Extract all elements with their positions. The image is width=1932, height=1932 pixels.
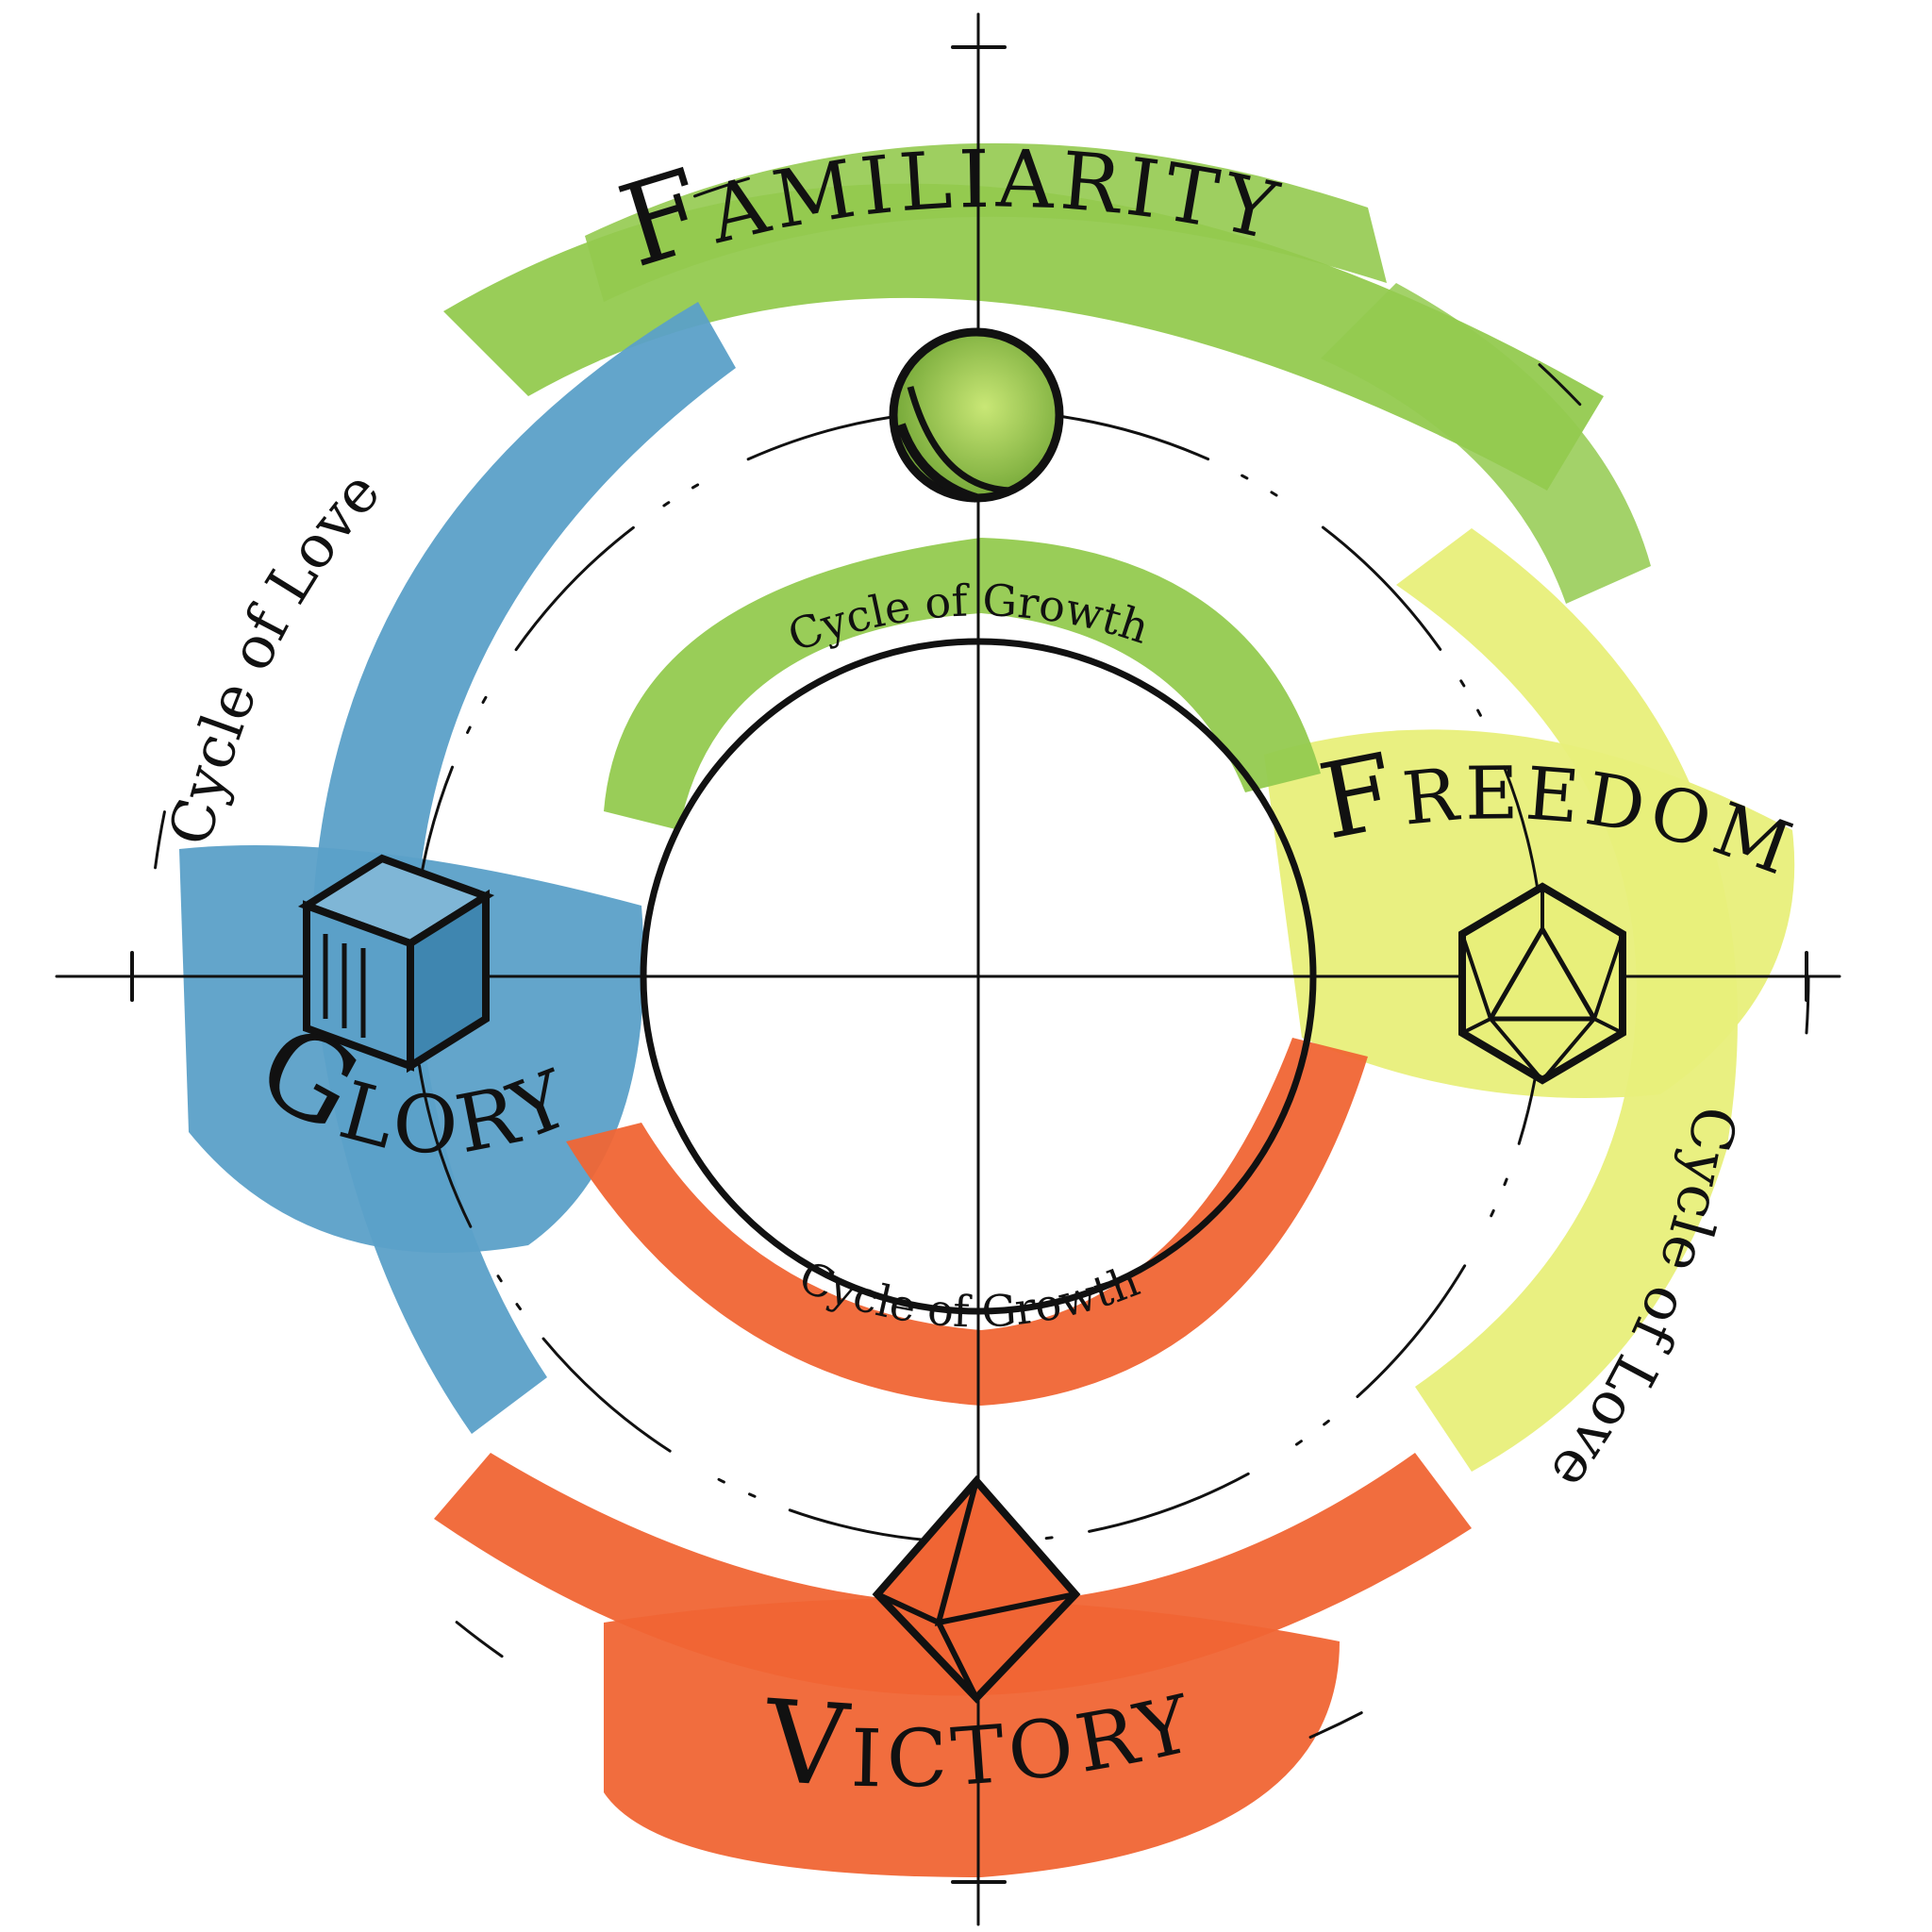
growth-bottom-band [566, 1038, 1368, 1406]
sphere-icon [889, 327, 1064, 503]
icosahedron-icon [1458, 882, 1626, 1085]
octahedron-icon [872, 1474, 1081, 1704]
cube-icon [297, 854, 495, 1074]
growth-top-band [604, 538, 1321, 830]
freedom-band [1396, 528, 1738, 1472]
familiarity-band-tail [1321, 283, 1651, 604]
familiarity-band-streak [585, 142, 1387, 302]
victory-band-body [604, 1598, 1340, 1877]
